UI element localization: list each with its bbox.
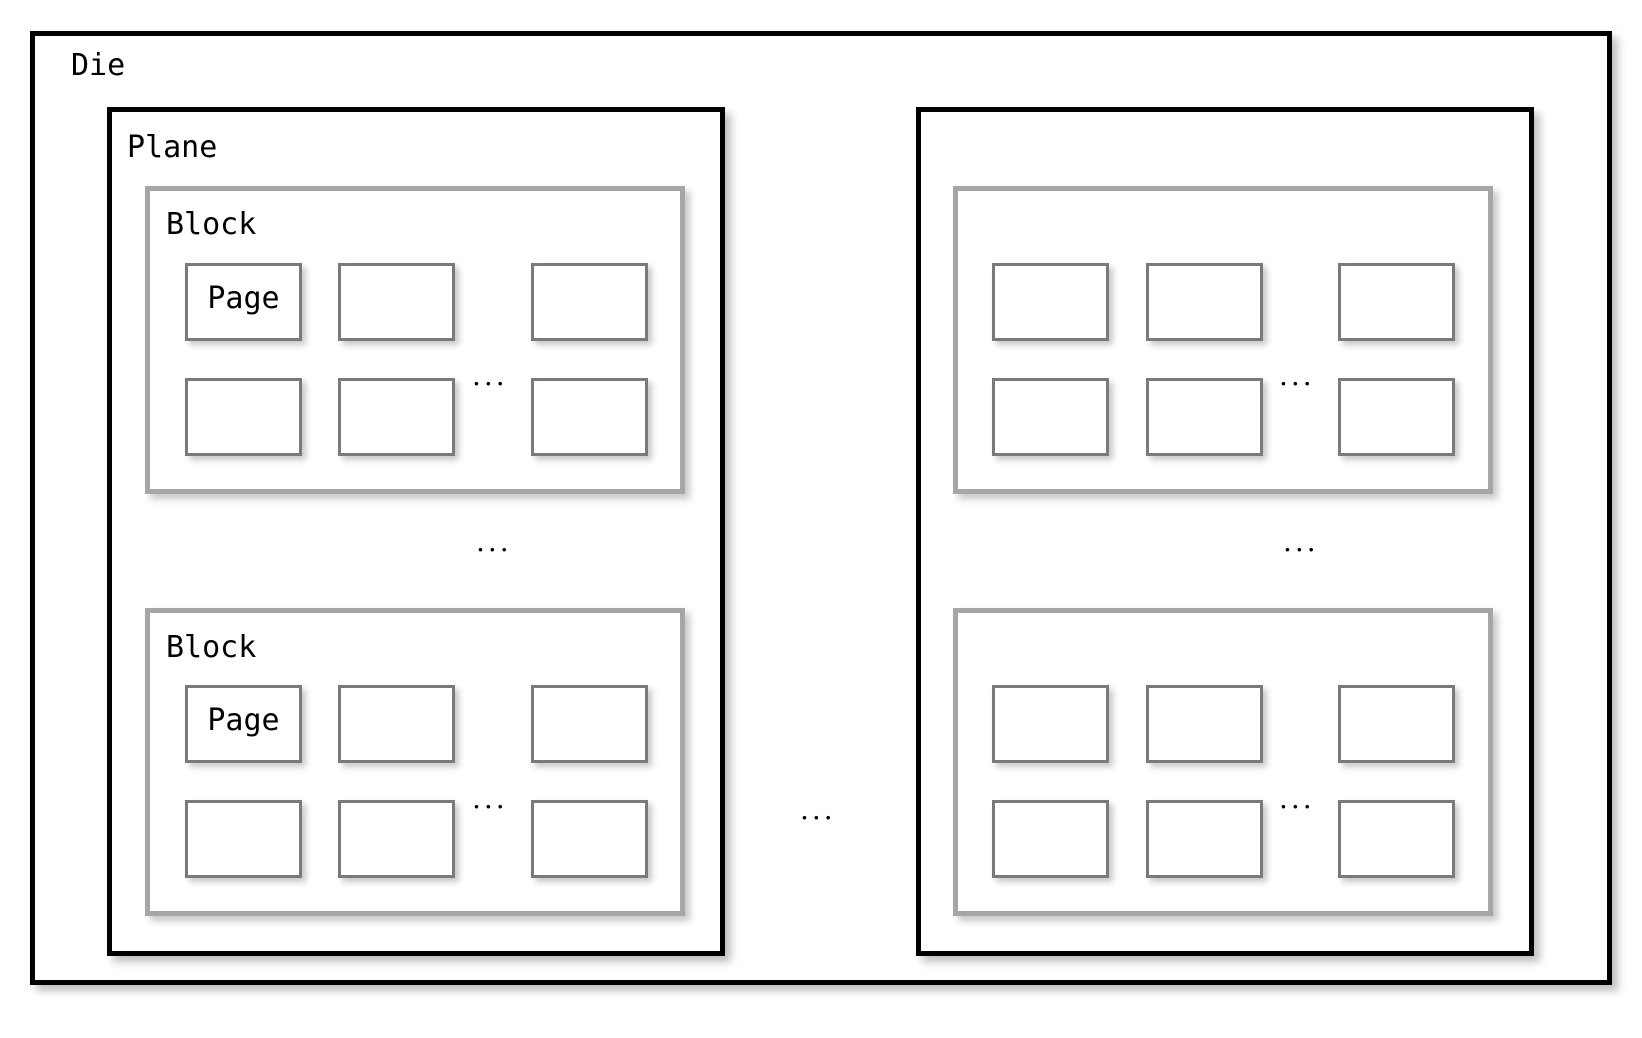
page-box	[992, 378, 1109, 456]
page-box	[1338, 800, 1455, 878]
plane-label: Plane	[127, 130, 218, 165]
page-box	[1338, 378, 1455, 456]
page-box	[338, 685, 455, 763]
page-box	[1338, 263, 1455, 341]
page-box	[1146, 263, 1263, 341]
page-box	[992, 800, 1109, 878]
page-box	[185, 800, 302, 878]
page-box	[1146, 800, 1263, 878]
page-box: Page	[185, 263, 302, 341]
page-box	[531, 263, 648, 341]
block-ellipsis: ...	[1283, 525, 1319, 558]
page-box	[1338, 685, 1455, 763]
plane-ellipsis: ...	[800, 793, 836, 826]
page-box	[992, 263, 1109, 341]
page-ellipsis: ...	[1279, 359, 1315, 392]
page-ellipsis: ...	[1279, 782, 1315, 815]
block-label: Block	[166, 207, 257, 242]
block-label: Block	[166, 630, 257, 665]
page-box	[1146, 378, 1263, 456]
page-label: Page	[207, 281, 280, 316]
page-box	[531, 378, 648, 456]
block-ellipsis: ...	[476, 525, 512, 558]
page-box	[338, 800, 455, 878]
page-box	[531, 685, 648, 763]
page-box	[185, 378, 302, 456]
page-box	[338, 263, 455, 341]
page-ellipsis: ...	[472, 359, 508, 392]
page-box	[531, 800, 648, 878]
page-box	[338, 378, 455, 456]
page-box	[992, 685, 1109, 763]
page-box: Page	[185, 685, 302, 763]
page-ellipsis: ...	[472, 782, 508, 815]
die-label: Die	[71, 48, 126, 83]
page-label: Page	[207, 703, 280, 738]
page-box	[1146, 685, 1263, 763]
